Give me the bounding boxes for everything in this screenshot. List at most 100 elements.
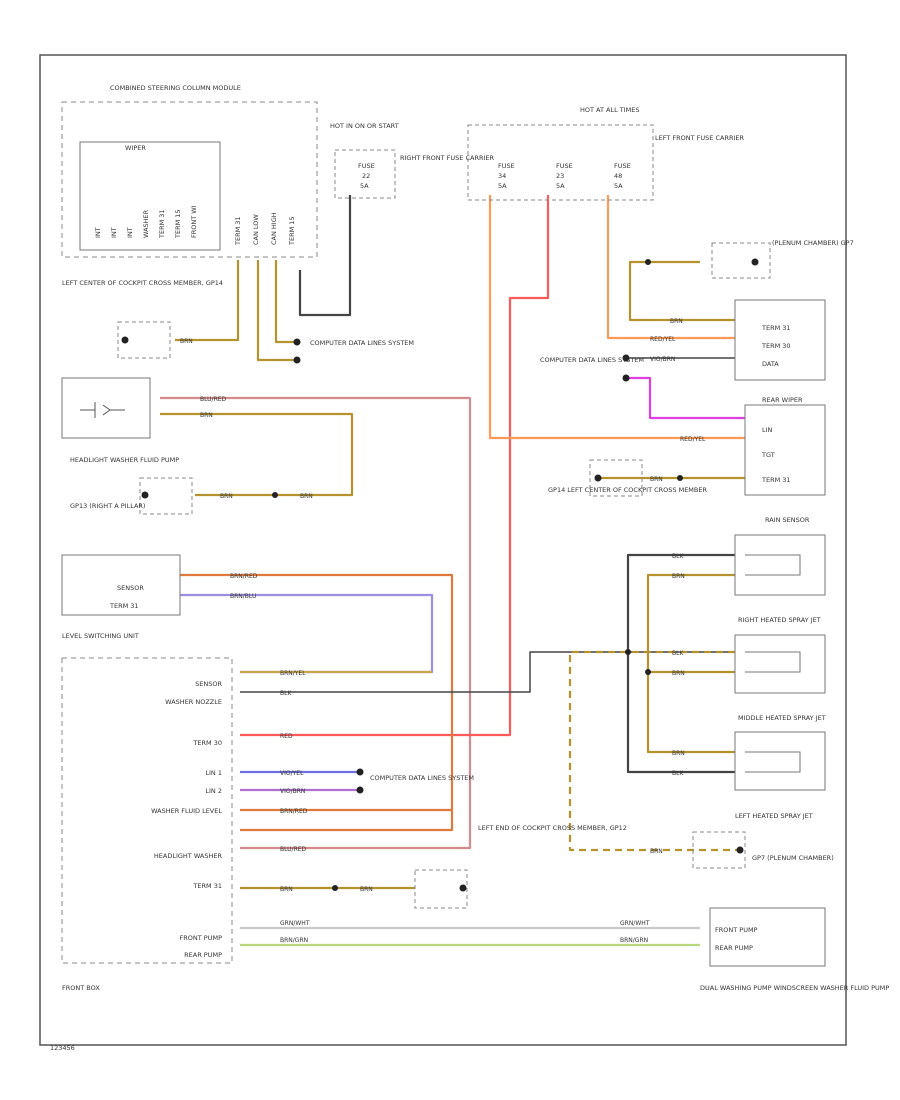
wire-label-brn: BRN	[650, 476, 663, 483]
wire-label-brn-yel: BRN/YEL	[280, 670, 306, 677]
level-unit-pin-label: TERM 30	[192, 739, 222, 747]
sensor-label: SENSOR	[117, 584, 144, 592]
level-unit-pin-label: HEADLIGHT WASHER	[154, 852, 223, 860]
wire-label-brn: BRN	[650, 848, 663, 855]
wiper-box	[79, 141, 221, 251]
heater-elements	[745, 554, 801, 773]
rear-wiper-pin: TERM 31	[761, 476, 791, 484]
pump-box	[709, 907, 826, 967]
wire-label-brn: BRN	[360, 886, 373, 893]
wire-can-1	[256, 260, 295, 362]
wiper-pin-label: INT	[126, 227, 134, 238]
wire-brn-gp13	[160, 412, 354, 497]
wire-label-grn-wht: GRN/WHT	[280, 920, 310, 927]
wire-label-brn-grn: BRN/GRN	[280, 937, 308, 944]
fuse-label: FUSE	[498, 162, 515, 170]
right-heated-jet-box	[734, 634, 826, 694]
level-unit-label: LEVEL SWITCHING UNIT	[62, 632, 139, 640]
wire-label-vio-brn: VIO/BRN	[650, 356, 675, 363]
heater-element	[745, 554, 801, 576]
pump-box-rear: REAR PUMP	[715, 944, 753, 952]
steering-column-module: COMBINED STEERING COLUMN MODULE WIPER IN…	[61, 84, 318, 258]
splice-dot	[645, 669, 651, 675]
wire-label-brn: BRN	[220, 493, 233, 500]
gp7-label: (PLENUM CHAMBER) GP7	[772, 239, 854, 247]
wire-label-brn-red: BRN/RED	[280, 808, 308, 815]
gp7-bottom-label: GP7 (PLENUM CHAMBER)	[752, 854, 834, 862]
wire-label-brn: BRN	[672, 573, 685, 580]
wiper-pin-label: WASHER	[142, 209, 150, 238]
sensor-term31-label: TERM 31	[109, 602, 139, 610]
splice-dot	[622, 354, 630, 362]
gp12-connector	[414, 869, 468, 909]
wire-label-brn: BRN	[180, 338, 193, 345]
gp13-connector	[139, 477, 193, 515]
wire-label-blk: BLK	[672, 650, 684, 657]
rear-wiper-pin: TGT	[761, 451, 775, 459]
gp14-right-label: GP14 LEFT CENTER OF COCKPIT CROSS MEMBER	[548, 486, 707, 494]
diagram-frame	[39, 54, 847, 1046]
rear-wiper-box	[744, 404, 826, 496]
wire-brn-termbox	[628, 260, 735, 322]
wire-redyel-rearwiper	[488, 195, 745, 440]
csm-pin-label: TERM 31	[234, 216, 242, 246]
middle-heated-jet-box	[734, 731, 826, 791]
pump-box-front: FRONT PUMP	[715, 926, 758, 934]
wire-brn-leftjet	[568, 650, 740, 852]
dual-pump-label: DUAL WASHING PUMP WINDSCREEN WASHER FLUI…	[700, 984, 889, 992]
level-unit-pin-label: WASHER FLUID LEVEL	[151, 807, 222, 815]
fuse-label: 48	[614, 172, 622, 180]
wiper-pin-label: FRONT WI	[190, 205, 198, 238]
gp12-label: LEFT END OF COCKPIT CROSS MEMBER, GP12	[478, 824, 627, 832]
splice-dot	[645, 259, 651, 265]
wires	[160, 195, 745, 947]
heater-element	[745, 751, 801, 773]
wire-label-blk: BLK	[672, 553, 684, 560]
level-unit-pin-label: WASHER NOZZLE	[165, 698, 222, 706]
hot-in-on-label: HOT IN ON OR START	[330, 122, 399, 130]
wire-labels: BRN BLU/RED BRN BRN BRN RED/YEL RED/YEL …	[180, 318, 706, 944]
wire-brn-blu-sensor	[180, 593, 434, 674]
wire-label-blu-red: BLU/RED	[280, 846, 307, 853]
wire-brn-gp14	[175, 260, 240, 342]
fuse-label: 34	[498, 172, 506, 180]
splice-dot	[293, 356, 301, 364]
wiper-pin-label: INT	[94, 227, 102, 238]
wire-label-brn-blu: BRN/BLU	[230, 593, 256, 600]
wire-label-vio-brn: VIO/BRN	[280, 788, 305, 795]
gp7-connector	[711, 242, 771, 279]
wire-label-blk: BLK	[672, 770, 684, 777]
module-title: COMBINED STEERING COLUMN MODULE	[110, 84, 241, 92]
csm-pin-label: CAN LOW	[252, 214, 260, 245]
fuse-label: 5A	[614, 182, 623, 190]
wire-label-blu-red: BLU/RED	[200, 396, 227, 403]
pump-symbol	[80, 402, 125, 418]
wire-label-grn-wht: GRN/WHT	[620, 920, 650, 927]
splice-dot	[272, 492, 278, 498]
wire-label-red-yel: RED/YEL	[680, 436, 706, 443]
module-dashed-border	[61, 101, 318, 258]
level-unit-pin-label: REAR PUMP	[184, 951, 222, 959]
rear-wiper-pin: LIN	[762, 426, 773, 434]
wire-brn-jets	[646, 573, 735, 754]
wire-red-term30	[240, 195, 550, 737]
level-unit-pin-label: LIN 1	[205, 769, 222, 777]
splice-dot	[141, 491, 149, 499]
gp13-label: GP13 (RIGHT A PILLAR)	[70, 502, 145, 510]
wire-can-2	[274, 260, 295, 344]
headlight-pump-box	[61, 377, 151, 439]
right-heated-jet-label: RIGHT HEATED SPRAY JET	[738, 616, 821, 624]
splice-dot	[736, 846, 744, 854]
level-unit-pin-label: SENSOR	[195, 680, 222, 688]
wire-label-brn: BRN	[200, 412, 213, 419]
wire-label-red: RED	[280, 733, 293, 740]
computer-data-lines-1: COMPUTER DATA LINES SYSTEM	[310, 339, 414, 347]
rear-wiper-label: REAR WIPER	[762, 396, 803, 404]
fuse-22-number: 22	[362, 172, 370, 180]
wire-label-red-yel: RED/YEL	[650, 336, 676, 343]
